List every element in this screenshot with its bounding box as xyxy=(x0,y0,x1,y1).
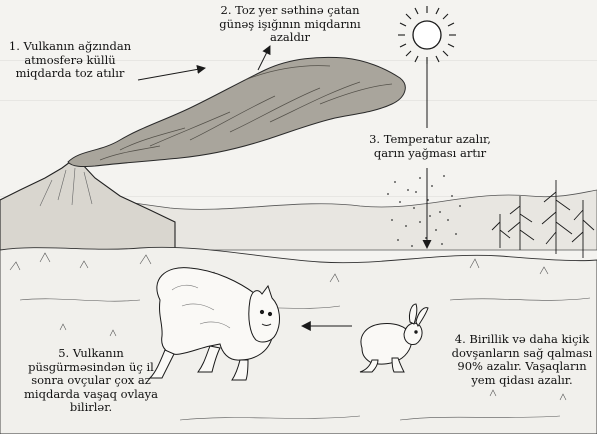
caption-step-1: 1. Vulkanın ağzından atmosferə küllü miq… xyxy=(2,40,138,81)
arrow-plume-to-step2 xyxy=(258,46,270,70)
caption-step-4: 4. Birillik və daha kiçik dovşanların sa… xyxy=(448,333,596,387)
arrow-step1-to-plume xyxy=(138,68,205,80)
caption-step-3: 3. Temperatur azalır, qarın yağması artı… xyxy=(365,133,495,160)
sun-icon xyxy=(398,6,456,64)
caption-step-5: 5. Vulkanın püsgürməsindən üç il sonra o… xyxy=(8,347,174,415)
caption-step-2: 2. Toz yer səthinə çatan günəş işığının … xyxy=(200,4,380,45)
